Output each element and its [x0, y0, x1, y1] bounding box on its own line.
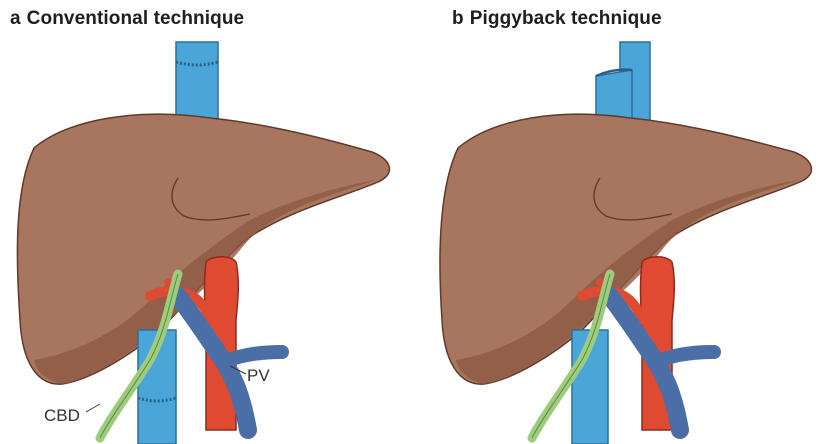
liver [440, 114, 812, 384]
portal-vein-branch [656, 352, 714, 362]
piggyback-liver-illustration [410, 0, 820, 444]
cbd-label: CBD [44, 406, 80, 426]
cbd-leader [86, 404, 100, 412]
conventional-liver-illustration [0, 0, 410, 444]
pv-label: PV [247, 366, 270, 386]
portal-vein-branch [224, 352, 282, 362]
